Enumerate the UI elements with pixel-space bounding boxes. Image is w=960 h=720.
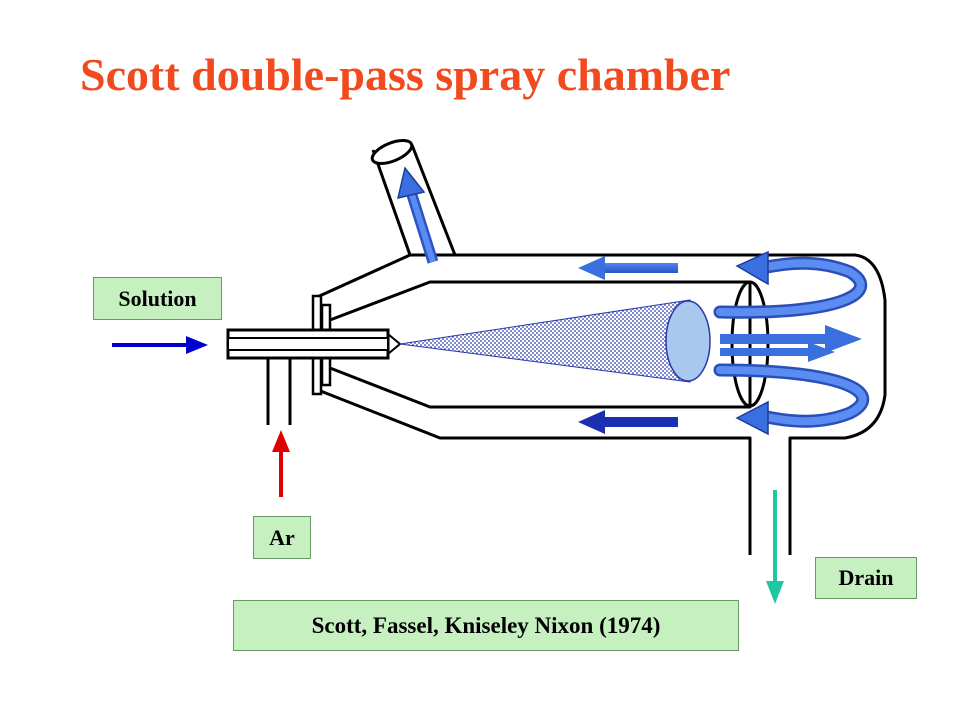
drain-label: Drain xyxy=(815,557,917,599)
solution-label: Solution xyxy=(93,277,222,320)
slide-title: Scott double-pass spray chamber xyxy=(80,49,731,100)
right-arrow-1-head xyxy=(825,325,862,353)
swirl-arrow-top-inner xyxy=(716,259,865,317)
right-arrow-2-shaft xyxy=(720,348,810,356)
nebulizer-capillary xyxy=(227,337,389,351)
solution-arrow-head xyxy=(186,336,208,354)
swirl-arrow-bottom-inner xyxy=(716,366,867,426)
exit-tube xyxy=(371,144,457,256)
right-arrow-2-head xyxy=(808,342,835,362)
inner-tube xyxy=(329,280,752,409)
swirl-arrow-top-head xyxy=(735,250,769,286)
outer-chamber-wall-lower xyxy=(317,388,752,555)
aerosol-cone xyxy=(399,299,691,383)
return-arrow-bottom-shaft xyxy=(605,417,678,427)
aerosol-cone-front xyxy=(665,300,711,382)
exit-tube-opening xyxy=(370,139,414,165)
swirl-arrow-bottom-head xyxy=(735,400,769,436)
exit-flow-arrow-head xyxy=(396,166,426,200)
right-arrow-1-shaft xyxy=(720,334,825,344)
drain-arrow-head xyxy=(766,581,784,604)
citation-label: Scott, Fassel, Kniseley Nixon (1974) xyxy=(233,600,739,651)
argon-inlet-tube xyxy=(266,358,292,425)
ar-label: Ar xyxy=(253,516,311,559)
nebulizer-tip xyxy=(387,333,402,355)
ar-arrow-head xyxy=(272,430,290,452)
exit-flow-arrow-shaft-hl xyxy=(409,194,436,263)
return-arrow-top-shaft xyxy=(605,263,678,273)
outer-chamber-wall xyxy=(314,253,887,555)
return-arrow-top-head xyxy=(578,256,605,280)
return-arrow-bottom-head xyxy=(578,410,605,434)
